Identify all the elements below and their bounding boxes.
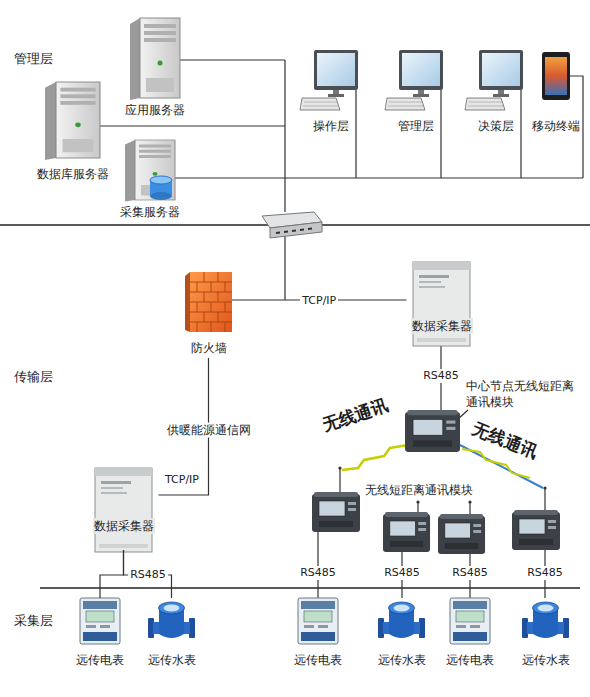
device-caption: 防火墙	[190, 340, 228, 356]
layer-label: 采集层	[14, 612, 53, 629]
antenna-tip	[338, 466, 546, 503]
device-caption: 移动终端	[531, 118, 581, 134]
water-meter: 远传水表	[373, 598, 431, 670]
switch-icon	[262, 212, 322, 238]
module-icon	[512, 510, 560, 550]
antenna-tip	[468, 500, 471, 503]
monitor-icon	[465, 50, 523, 110]
device-caption: 采集服务器	[119, 204, 181, 220]
meter-icon	[298, 598, 338, 644]
electric-meter: 远传电表	[71, 598, 129, 670]
device-caption: 远传水表	[377, 652, 427, 668]
monitor-icon	[300, 50, 358, 110]
protocol-label: RS485	[298, 566, 338, 580]
firewall-icon	[190, 272, 232, 332]
device-caption: 管理层	[397, 118, 435, 134]
collector-icon	[95, 262, 470, 552]
device-caption: 远传水表	[521, 652, 571, 668]
device-caption: 决策层	[477, 118, 515, 134]
monitor-icon	[300, 50, 523, 110]
network-wire	[318, 532, 545, 598]
connector	[100, 550, 124, 598]
module-icon	[438, 514, 485, 554]
meter-icon	[522, 602, 569, 638]
layer-divider	[40, 587, 580, 589]
data-collector: 数据采集器	[89, 468, 159, 550]
device-caption: 数据库服务器	[36, 166, 110, 182]
switch-icon	[270, 222, 322, 238]
meter-icon	[80, 598, 569, 644]
edge-label: 供暖能源通信网	[165, 423, 253, 438]
meter-icon	[378, 602, 425, 638]
tablet-icon	[542, 52, 570, 100]
device-caption: 数据采集器	[411, 318, 473, 334]
wireless-label: 无线通讯	[470, 418, 541, 462]
network-wire	[100, 60, 583, 598]
layer-label: 管理层	[14, 50, 53, 67]
tablet-icon	[545, 57, 567, 95]
tablet-icon	[542, 52, 570, 100]
protocol-label: RS485	[450, 566, 490, 580]
antenna-tip	[416, 500, 419, 503]
network-wire	[340, 468, 545, 514]
wireless-link	[342, 445, 408, 470]
collection-server: 采集服务器	[115, 140, 185, 222]
device-caption: 远传电表	[75, 652, 125, 668]
module-icon	[312, 410, 560, 554]
module-icon	[383, 512, 430, 552]
layer-divider	[0, 225, 590, 588]
firewall: 防火墙	[185, 270, 232, 358]
device-caption: 远传电表	[293, 652, 343, 668]
protocol-label: RS485	[525, 566, 565, 580]
device-caption: 操作层	[312, 118, 350, 134]
server-icon	[150, 176, 172, 184]
protocol-label: TCP/IP	[163, 473, 201, 487]
antenna-tip	[338, 466, 341, 469]
device-caption: 数据采集器	[93, 518, 155, 534]
wireless-label: 无线通讯	[320, 395, 391, 435]
server-icon	[45, 82, 100, 160]
callout-label: 无线短距离通讯模块	[363, 482, 475, 498]
protocol-label: RS485	[382, 566, 422, 580]
server-icon	[150, 192, 172, 200]
water-meter: 远传水表	[143, 598, 201, 670]
operator-terminal: 操作层	[300, 48, 362, 136]
data-collector: 数据采集器	[407, 262, 477, 346]
protocol-label: RS485	[421, 369, 461, 383]
manager-terminal: 管理层	[385, 48, 447, 136]
meter-icon	[80, 598, 120, 644]
application-server: 应用服务器	[120, 18, 190, 118]
connector	[124, 550, 172, 598]
firewall-icon	[185, 272, 190, 332]
collector-icon	[95, 468, 152, 552]
callout-label: 中心节点无线短距离通讯模块	[466, 378, 584, 410]
module-icon	[405, 410, 460, 452]
server-icon	[130, 18, 180, 100]
server-icon	[125, 140, 175, 202]
monitor-icon	[385, 50, 443, 110]
electric-meter: 远传电表	[289, 598, 347, 670]
firewall-icon	[190, 272, 232, 332]
firewall-icon	[185, 272, 232, 332]
meter-icon	[450, 598, 490, 644]
device-caption: 应用服务器	[124, 102, 186, 118]
database-server: 数据库服务器	[32, 82, 114, 182]
device-caption: 远传水表	[147, 652, 197, 668]
mobile-terminal: 移动终端	[527, 48, 585, 136]
layer-label: 传输层	[14, 368, 53, 385]
water-meter: 远传水表	[517, 598, 575, 670]
edge-label: TCP/IP	[300, 293, 338, 308]
electric-meter: 远传电表	[441, 598, 499, 670]
antenna-tip	[543, 486, 546, 489]
meter-icon	[148, 602, 195, 638]
protocol-label: RS485	[128, 568, 168, 582]
switch-icon	[276, 229, 312, 234]
device-caption: 远传电表	[445, 652, 495, 668]
module-icon	[312, 492, 360, 532]
decision-terminal: 决策层	[465, 48, 527, 136]
